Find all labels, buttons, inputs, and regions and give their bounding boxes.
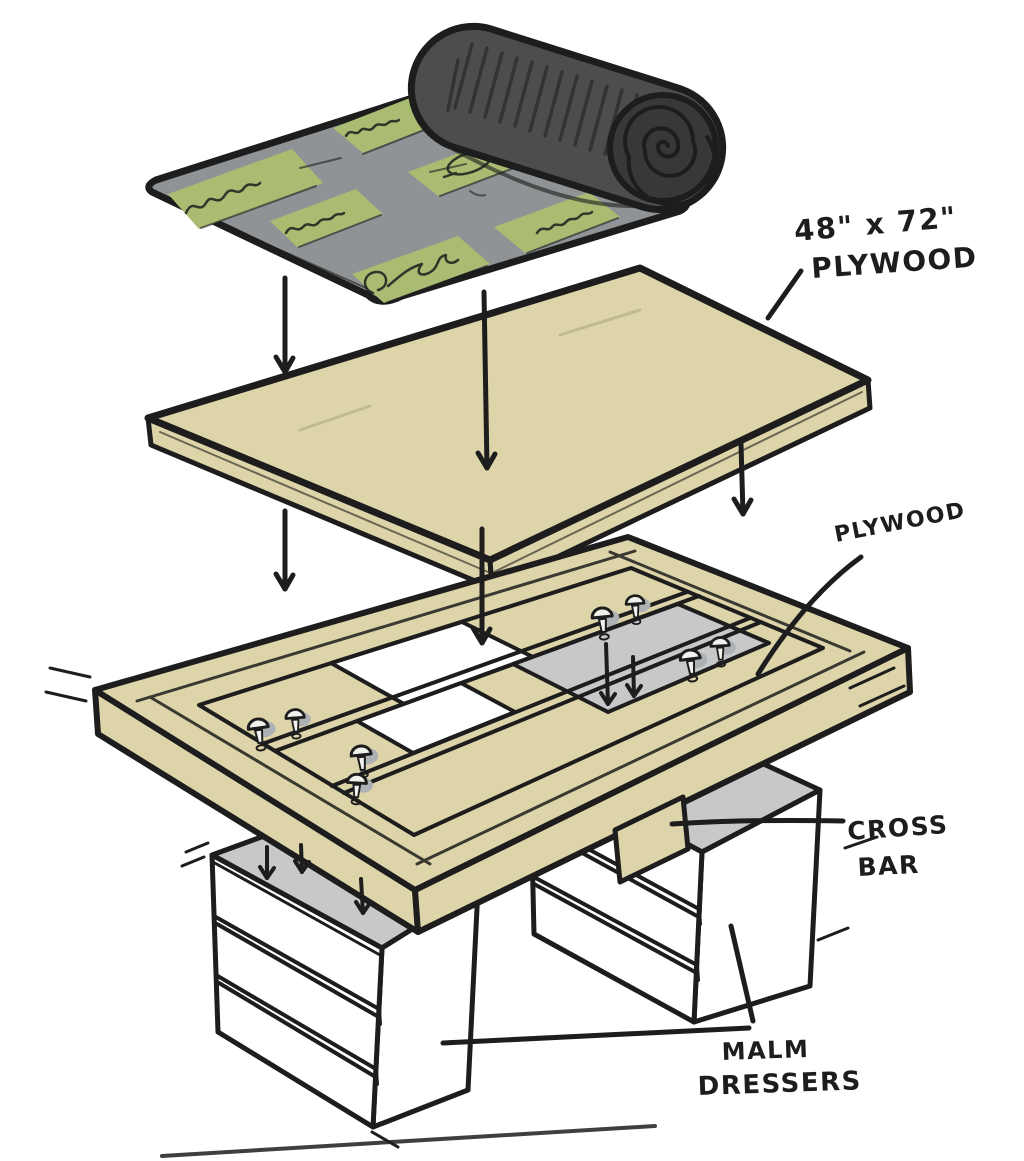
label-plywood-frame: PLYWOOD bbox=[832, 498, 967, 548]
mat-creases bbox=[200, 120, 619, 304]
down-arrow bbox=[273, 508, 296, 592]
down-arrow bbox=[731, 441, 754, 517]
frame-inner-rim bbox=[197, 566, 825, 837]
leader-line bbox=[669, 817, 846, 827]
assembly-arrows bbox=[258, 275, 754, 915]
label-malm-line1: MALM bbox=[721, 1035, 810, 1066]
mat-scribbles bbox=[184, 118, 594, 295]
plywood-sheet bbox=[144, 264, 872, 564]
down-arrow bbox=[475, 289, 498, 471]
down-arrow bbox=[293, 843, 311, 874]
leader-line bbox=[755, 554, 864, 677]
drawer-lines bbox=[211, 860, 382, 1086]
rolled-mat bbox=[407, 22, 727, 214]
frame-border-sketch-lines bbox=[135, 549, 866, 866]
label-malm-line2: DRESSERS bbox=[697, 1066, 862, 1102]
down-arrow bbox=[470, 526, 493, 646]
game-mat-layer bbox=[145, 22, 727, 305]
dresser-front bbox=[209, 852, 385, 1130]
roll-end-face bbox=[607, 92, 719, 204]
label-cross-bar-line1: CROSS bbox=[846, 810, 949, 846]
label-cross-bar-line2: BAR bbox=[857, 850, 921, 882]
sketch-hash-marks bbox=[44, 666, 906, 708]
down-arrow bbox=[625, 655, 643, 698]
sketch-hash-marks bbox=[180, 835, 879, 1149]
cross-bar bbox=[612, 794, 691, 885]
roll-spiral bbox=[623, 105, 717, 207]
down-arrow bbox=[354, 877, 372, 915]
plywood-sheet-layer bbox=[144, 264, 873, 591]
leader-line bbox=[440, 1025, 752, 1046]
down-arrow bbox=[273, 275, 296, 375]
label-plywood-sheet-size: 48" x 72" bbox=[793, 200, 959, 248]
down-arrow bbox=[258, 845, 276, 880]
floor-line bbox=[160, 1124, 657, 1158]
leader-line bbox=[765, 268, 804, 321]
leader-line bbox=[728, 923, 756, 1024]
down-arrow bbox=[599, 642, 617, 706]
label-plywood-sheet: PLYWOOD bbox=[810, 240, 978, 285]
roll-hatching bbox=[446, 42, 639, 159]
